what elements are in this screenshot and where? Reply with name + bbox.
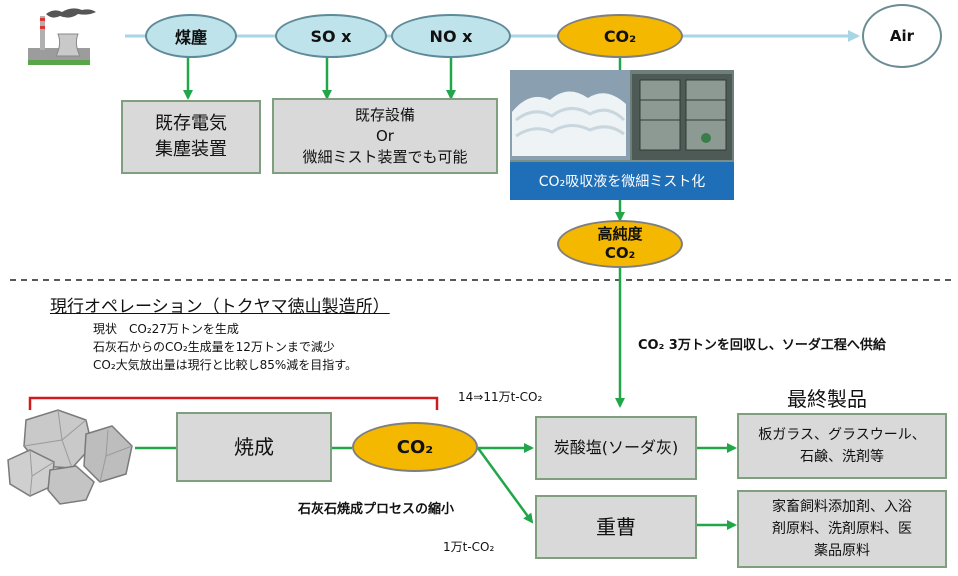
current-ops-line-3: CO₂大気放出量は現行と比較し85%減を目指す。 xyxy=(93,358,358,372)
existing-electrostatic-precipitator: 既存電気 集塵装置 xyxy=(121,100,261,174)
co2-to-bicarb xyxy=(476,447,534,524)
mist-process-photo: CO₂吸収液を微細ミスト化 xyxy=(510,70,734,200)
mist-equipment-image xyxy=(510,70,734,160)
ops-bracket xyxy=(28,396,439,410)
bicarb-box: 重曹 xyxy=(535,495,697,559)
soda-ash-box: 炭酸塩(ソーダ灰) xyxy=(535,416,697,480)
bicarb-amount-label: 1万t-CO₂ xyxy=(443,540,495,554)
shrink-note: 石灰石焼成プロセスの縮小 xyxy=(298,502,455,517)
power-plant-icon xyxy=(28,8,96,65)
current-ops-line-1: 現状 CO₂27万トンを生成 xyxy=(93,322,239,336)
sox-node: SO x xyxy=(275,14,387,58)
product-box-soda-ash: 板ガラス、グラスウール、 石鹸、洗剤等 xyxy=(737,413,947,479)
supply-note: CO₂ 3万トンを回収し、ソーダ工程へ供給 xyxy=(638,338,886,353)
reduction-label: 14⇒11万t-CO₂ xyxy=(458,390,543,404)
co2-process-node: CO₂ xyxy=(352,422,478,472)
mist-caption: CO₂吸収液を微細ミスト化 xyxy=(510,162,734,200)
current-ops-line-2: 石灰石からのCO₂生成量を12万トンまで減少 xyxy=(93,340,335,354)
dust-node: 煤塵 xyxy=(145,14,237,58)
high-purity-co2-node: 高純度 CO₂ xyxy=(557,220,683,268)
nox-node: NO x xyxy=(391,14,511,58)
current-ops-title: 現行オペレーション（トクヤマ徳山製造所） xyxy=(50,297,390,317)
product-box-bicarb: 家畜飼料添加剤、入浴 剤原料、洗剤原料、医 薬品原料 xyxy=(737,490,947,568)
calcination-box: 焼成 xyxy=(176,412,332,482)
final-products-heading: 最終製品 xyxy=(787,387,867,411)
co2-flue-node: CO₂ xyxy=(557,14,683,58)
existing-equipment-or-mist: 既存設備 Or 微細ミスト装置でも可能 xyxy=(272,98,498,174)
limestone-icon xyxy=(7,409,133,505)
air-node: Air xyxy=(862,4,942,68)
